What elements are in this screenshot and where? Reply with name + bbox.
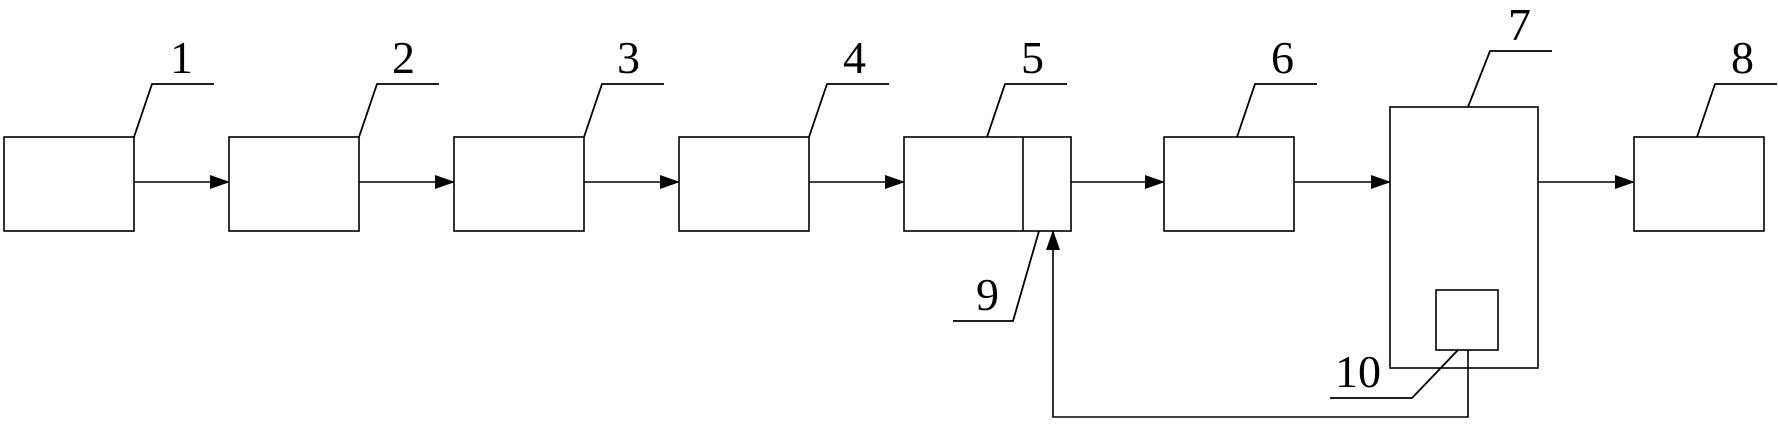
label-5: 5	[1021, 32, 1044, 83]
leader-10	[1330, 349, 1459, 399]
label-10: 10	[1335, 346, 1381, 397]
label-1: 1	[170, 32, 193, 83]
leader-9	[953, 230, 1040, 322]
leader-7	[1467, 50, 1552, 108]
label-4: 4	[843, 32, 866, 83]
block-7	[1389, 106, 1539, 369]
label-6: 6	[1271, 32, 1294, 83]
leader-1	[133, 83, 214, 138]
block-4	[678, 136, 810, 232]
leader-3	[583, 83, 664, 138]
block-2	[228, 136, 360, 232]
leader-8	[1696, 83, 1777, 138]
block-8	[1633, 136, 1765, 232]
leader-2	[358, 83, 439, 138]
label-7: 7	[1508, 0, 1531, 50]
label-8: 8	[1731, 32, 1754, 83]
leader-5	[986, 83, 1067, 138]
block-1	[3, 136, 135, 232]
block-3	[453, 136, 585, 232]
leader-6	[1236, 83, 1317, 138]
label-3: 3	[617, 32, 640, 83]
label-9: 9	[976, 269, 999, 320]
label-2: 2	[392, 32, 415, 83]
block-6	[1163, 136, 1295, 232]
block-5	[903, 136, 1072, 232]
feedback-arrow-10-9	[1046, 230, 1469, 418]
leader-4	[808, 83, 889, 138]
block-10	[1435, 289, 1499, 351]
